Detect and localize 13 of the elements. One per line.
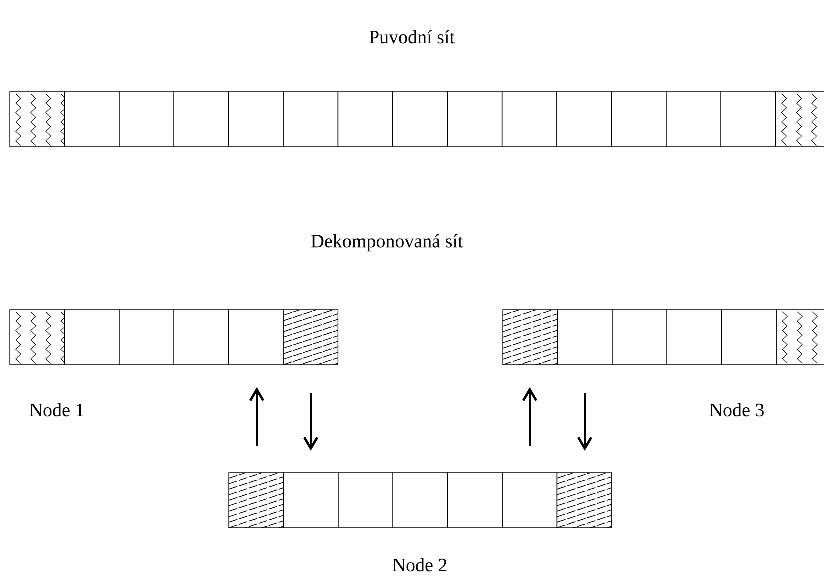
arrow: [249, 387, 265, 446]
cell-array: [10, 310, 339, 366]
heading-text: Dekomponovaná sít: [311, 234, 464, 252]
arrow: [577, 393, 593, 451]
node-label: Node 2: [392, 558, 447, 572]
arrow: [522, 387, 538, 446]
node-label: Node 3: [710, 403, 764, 417]
cell-array: [502, 310, 824, 366]
node-label: Node 1: [30, 403, 84, 417]
cell-array: [228, 472, 612, 528]
cell-array: [10, 92, 824, 148]
arrow: [303, 393, 319, 451]
heading-text: Puvodní sít: [370, 30, 455, 44]
